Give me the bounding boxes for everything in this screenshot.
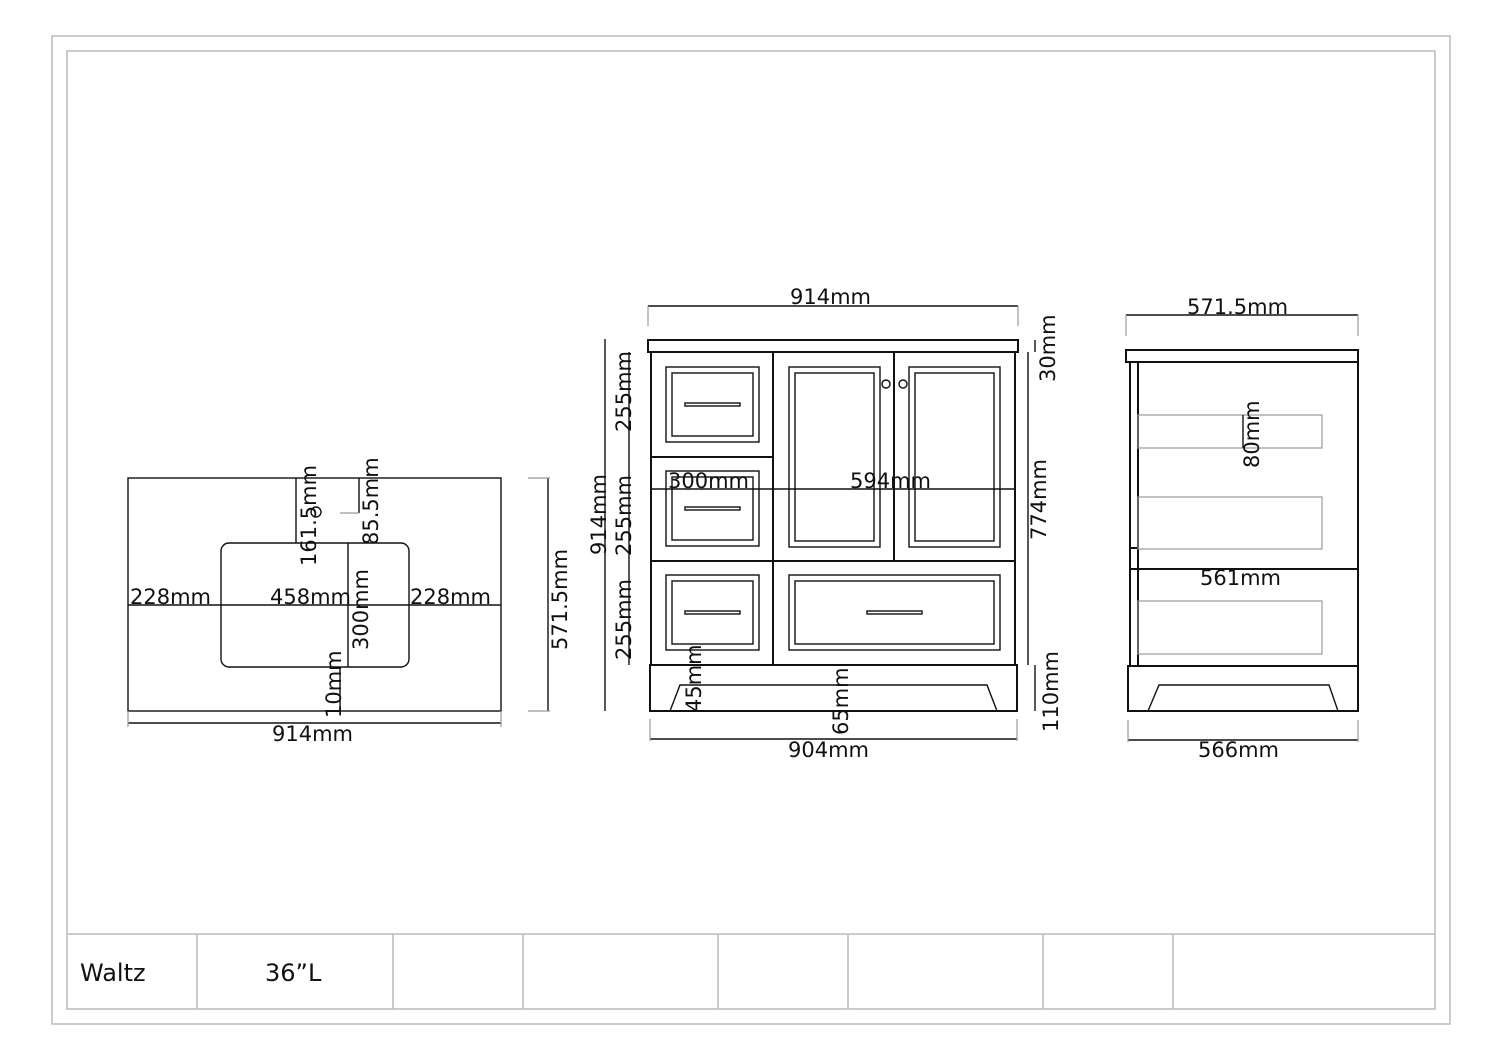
- dim-300: 300mm: [349, 569, 373, 650]
- dim-45: 45mm: [682, 644, 706, 712]
- dim-914-height: 914mm: [587, 474, 611, 555]
- dim-255-top: 255mm: [612, 351, 636, 432]
- dim-458: 458mm: [270, 585, 351, 609]
- dim-65: 65mm: [829, 667, 853, 735]
- side-view: 571.5mm 80mm 561mm 566mm: [1125, 295, 1359, 762]
- dim-228-right: 228mm: [410, 585, 491, 609]
- drawer-handle-icon: [684, 506, 741, 511]
- door-knob-icon: [881, 379, 891, 389]
- dim-571-5: 571.5mm: [1187, 295, 1288, 319]
- dim-300: 300mm: [668, 469, 749, 493]
- dim-110: 110mm: [1039, 651, 1063, 732]
- dim-85-5: 85.5mm: [359, 457, 383, 545]
- side-base: [1127, 665, 1359, 712]
- dim-10: 10mm: [322, 650, 346, 718]
- inner-border: [66, 50, 1436, 1010]
- toe-kick: [669, 684, 998, 712]
- dim-80: 80mm: [1240, 400, 1264, 468]
- countertop: [647, 339, 1019, 353]
- dim-571-5-depth: 571.5mm: [548, 549, 572, 650]
- model-name: Waltz: [80, 959, 146, 987]
- faucet-hole-icon: [310, 506, 322, 518]
- dim-255-mid: 255mm: [612, 475, 636, 556]
- drawer-handle-icon: [866, 610, 923, 615]
- dim-566: 566mm: [1198, 738, 1279, 762]
- dim-161-5: 161.5mm: [297, 465, 321, 566]
- side-countertop: [1125, 349, 1359, 363]
- dim-914-width: 914mm: [790, 285, 871, 309]
- base-plinth: [649, 664, 1018, 712]
- cabinet-body: [650, 351, 1016, 666]
- dim-594: 594mm: [850, 469, 931, 493]
- dim-228-left: 228mm: [130, 585, 211, 609]
- dim-30: 30mm: [1036, 314, 1060, 382]
- door-knob-icon: [898, 379, 908, 389]
- dim-904: 904mm: [788, 738, 869, 762]
- title-block: Waltz 36”L: [67, 933, 1435, 1009]
- dim-774: 774mm: [1027, 459, 1051, 540]
- countertop-outline: [127, 477, 502, 712]
- top-view: 161.5mm 85.5mm 228mm 458mm 228mm 300mm 1…: [127, 457, 572, 746]
- dim-914-width: 914mm: [272, 722, 353, 746]
- dim-561: 561mm: [1200, 566, 1281, 590]
- outer-border: [51, 35, 1451, 1025]
- drawer-handle-icon: [684, 610, 741, 615]
- dim-255-bottom: 255mm: [612, 579, 636, 660]
- model-size: 36”L: [265, 959, 322, 987]
- drawer-handle-icon: [684, 402, 741, 407]
- front-view: 914mm 30mm 914mm 255mm 255mm 255mm 300mm…: [587, 285, 1063, 762]
